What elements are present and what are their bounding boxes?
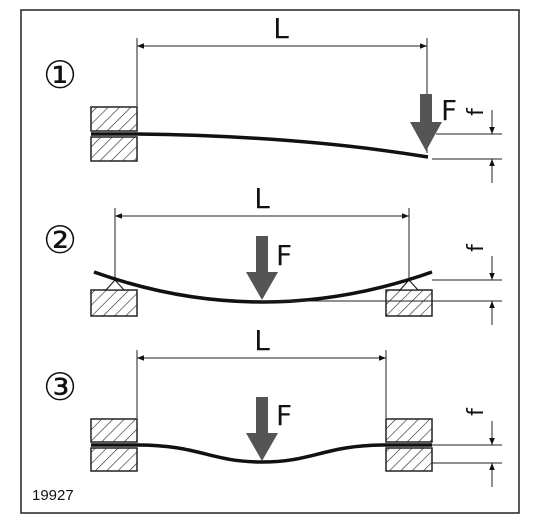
- figure-id: 19927: [32, 487, 74, 504]
- case-1-force-arrow-head: [410, 122, 442, 151]
- case-1-beam: [91, 132, 429, 159]
- case-2-pivot-right: [398, 279, 420, 291]
- case-2-force-label: F: [276, 239, 292, 272]
- case-3-force-arrow-head: [246, 433, 278, 461]
- case-3-clamp-left-top: [90, 418, 138, 443]
- case-3-clamp-right-top: [385, 418, 433, 443]
- case-2-support-right: [385, 289, 433, 317]
- case-3-number: ③: [43, 365, 77, 409]
- case-1-clamp-bottom: [90, 136, 138, 162]
- case-2-force-arrow-head: [246, 272, 278, 300]
- case-2-support-left: [90, 289, 138, 317]
- case-1-force-label: F: [441, 94, 457, 127]
- case-3-beam: [91, 443, 432, 464]
- case-2-number: ②: [43, 218, 77, 262]
- case-3-clamp-right-bottom: [385, 447, 433, 472]
- case-2-beam: [93, 270, 433, 304]
- case-3-force-label: F: [276, 399, 292, 432]
- case-3-length-label: L: [254, 324, 270, 357]
- case-1-force-arrow-shaft: [420, 94, 432, 122]
- case-2-length-label: L: [254, 182, 270, 215]
- case-3-fixed-fixed: ③ L F f: [43, 324, 502, 487]
- case-1-number: ①: [43, 53, 77, 97]
- figure-frame: [20, 9, 520, 514]
- case-1-clamp-top: [90, 106, 138, 132]
- case-2-simply-supported: ② L F f: [43, 182, 502, 325]
- case-2-deflection-label: f: [464, 243, 489, 252]
- case-2-pivot-left: [104, 279, 126, 291]
- case-1-deflection-label: f: [464, 107, 489, 116]
- case-3-deflection-label: f: [464, 407, 489, 416]
- case-2-force-arrow-shaft: [256, 236, 268, 272]
- case-3-force-arrow-shaft: [256, 397, 268, 433]
- case-3-clamp-left-bottom: [90, 447, 138, 472]
- case-1-cantilever: ① L F f: [43, 12, 502, 183]
- case-1-length-label: L: [273, 12, 289, 45]
